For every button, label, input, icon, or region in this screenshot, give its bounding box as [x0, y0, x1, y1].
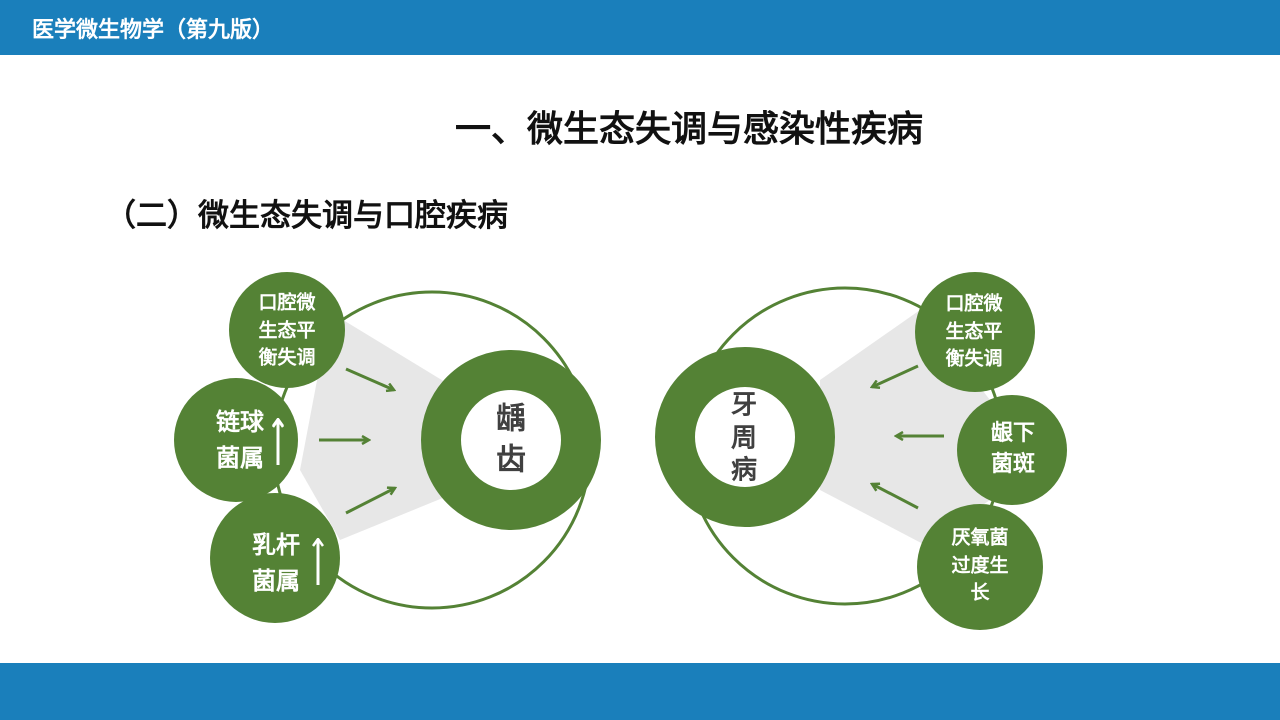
periodontal-factor-circle: [957, 395, 1067, 505]
caries-factor-lactobacillus: 乳杆 菌属: [252, 531, 300, 595]
caries-factor-circle: [210, 493, 340, 623]
arrow-icon: [345, 488, 395, 515]
caries-factor-circle: [229, 272, 345, 388]
periodontal-factor-dysbiosis: 口腔微 生态平 衡失调: [945, 292, 1003, 370]
slide-title: 一、微生态失调与感染性疾病: [455, 109, 924, 150]
periodontal-factor-circle: [917, 504, 1043, 630]
course-title: 医学微生物学（第九版）: [32, 18, 275, 43]
periodontal-label: 牙 周 病: [730, 390, 758, 486]
caries-factor-circle: [174, 378, 298, 502]
periodontal-factor-plaque: 龈下 菌斑: [990, 421, 1036, 477]
section-subtitle: （二）微生态失调与口腔疾病: [105, 198, 508, 234]
periodontal-factor-anaerobes: 厌氧菌 过度生 长: [951, 526, 1009, 604]
caries-donut: [421, 350, 601, 530]
arrow-icon: [872, 484, 919, 510]
periodontal-donut: [655, 347, 835, 527]
caries-label: 龋 齿: [496, 401, 526, 478]
arrow-icon: [872, 364, 919, 387]
caries-factor-streptococcus: 链球 菌属: [216, 408, 264, 472]
periodontal-diagram: [655, 272, 1067, 630]
header-bar: [0, 0, 1280, 55]
footer-bar: [0, 663, 1280, 720]
caries-diagram: [174, 272, 601, 623]
caries-factor-dysbiosis: 口腔微 生态平 衡失调: [258, 291, 316, 369]
periodontal-factor-circle: [915, 272, 1035, 392]
caries-shade: [300, 312, 450, 540]
arrow-icon: [345, 367, 394, 390]
